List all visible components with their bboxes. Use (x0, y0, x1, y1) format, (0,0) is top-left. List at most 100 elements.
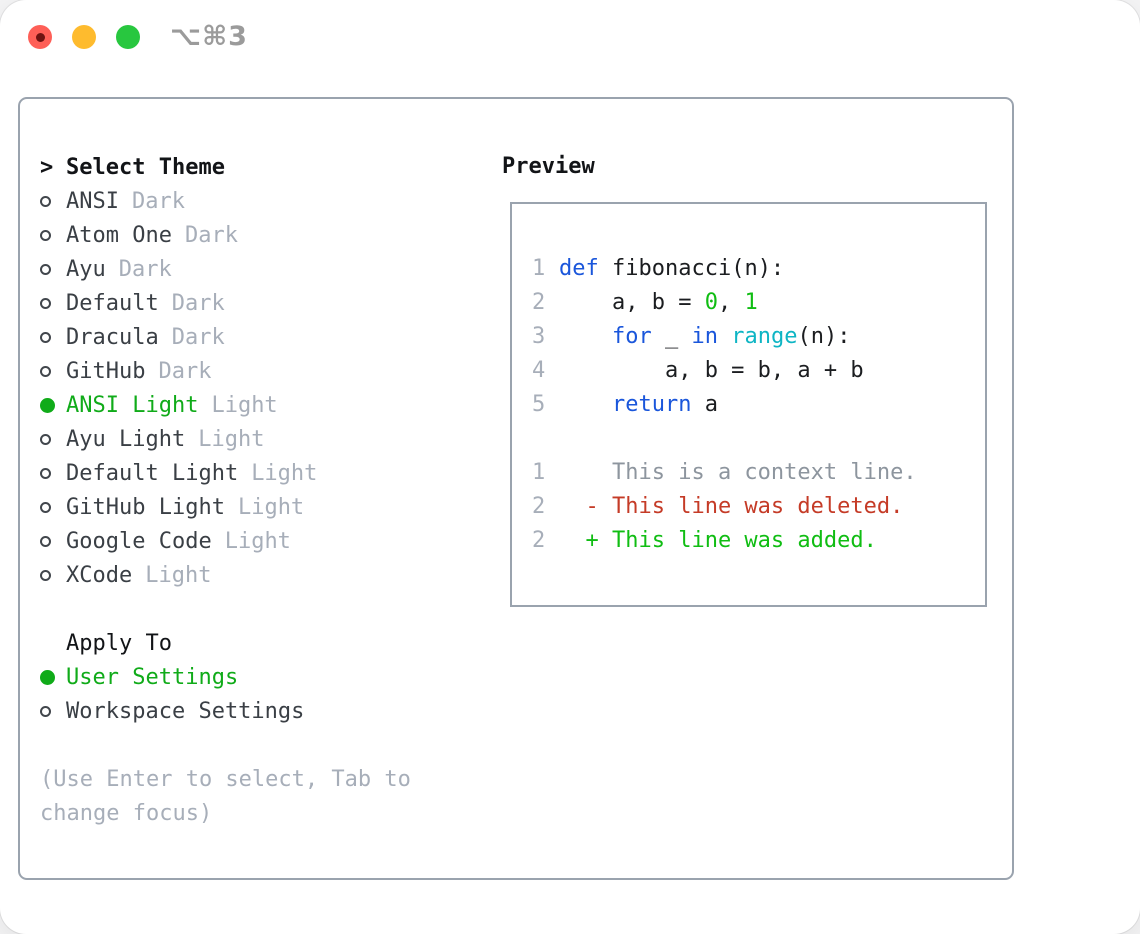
theme-option[interactable]: Atom One Dark (40, 218, 411, 252)
theme-variant-label: Light (237, 494, 305, 520)
theme-option[interactable]: Dracula Dark (40, 320, 411, 354)
minimize-button[interactable] (72, 25, 96, 49)
apply-to-header: Apply To (40, 626, 411, 660)
code-segment: for (611, 324, 652, 349)
radio-icon (40, 195, 66, 207)
code-segment: , (717, 290, 745, 315)
theme-name: GitHub Light (66, 494, 225, 520)
code-segment (559, 324, 612, 349)
line-number: 5 (532, 392, 546, 417)
title-bar: ⌥⌘3 (0, 0, 1140, 74)
code-segment: 1 (744, 290, 758, 315)
keyboard-hint: (Use Enter to select, Tab to change focu… (40, 762, 411, 830)
line-number: 3 (532, 324, 546, 349)
theme-name: XCode (66, 562, 133, 588)
code-segment: - This line was deleted. (559, 494, 904, 519)
code-segment: def (559, 256, 599, 281)
radio-icon (40, 705, 66, 717)
theme-variant-label: Dark (118, 256, 172, 282)
code-line: 1 This is a context line. (532, 456, 917, 490)
code-segment (718, 324, 731, 349)
radio-icon (40, 297, 66, 309)
apply-to-option[interactable]: Workspace Settings (40, 694, 411, 728)
code-segment: a (691, 392, 718, 417)
theme-name: Default (66, 290, 159, 316)
theme-variant-label: Light (198, 426, 265, 452)
code-segment (559, 392, 612, 417)
code-preview: 1 def fibonacci(n): 2 a, b = 0, 1 3 for _ i… (532, 252, 917, 558)
traffic-lights (28, 25, 140, 49)
theme-variant-label: Dark (184, 222, 238, 248)
code-line: 4 a, b = b, a + b (532, 354, 917, 388)
code-line: 2 + This line was added. (532, 524, 917, 558)
radio-icon (40, 467, 66, 479)
section-gap (40, 592, 411, 626)
window-title: ⌥⌘3 (170, 21, 248, 52)
theme-name: GitHub (66, 358, 146, 384)
radio-icon (40, 331, 66, 343)
radio-icon (40, 535, 66, 547)
line-number: 4 (532, 358, 546, 383)
line-number: 2 (532, 528, 546, 553)
code-segment: + This line was added. (559, 528, 877, 553)
theme-name: Default Light (66, 460, 239, 486)
theme-option[interactable]: ANSI Light Light (40, 388, 411, 422)
theme-option[interactable]: Default Light Light (40, 456, 411, 490)
radio-icon (40, 263, 66, 275)
theme-name: Atom One (66, 222, 172, 248)
theme-option[interactable]: ANSI Dark (40, 184, 411, 218)
theme-name: ANSI (66, 188, 119, 214)
theme-variant-label: Light (145, 562, 212, 588)
theme-option[interactable]: Ayu Light Light (40, 422, 411, 456)
radio-icon (40, 365, 66, 377)
code-line: 2 - This line was deleted. (532, 490, 917, 524)
code-line: 2 a, b = 0, 1 (532, 286, 917, 320)
code-segment: _ (651, 324, 692, 349)
code-segment: range (731, 324, 798, 349)
code-segment: return (611, 392, 692, 417)
select-theme-header: > Select Theme (40, 150, 411, 184)
theme-name: Google Code (66, 528, 212, 554)
theme-variant-label: Dark (131, 188, 185, 214)
theme-option[interactable]: Ayu Dark (40, 252, 411, 286)
theme-option[interactable]: GitHub Dark (40, 354, 411, 388)
theme-variant-label: Dark (171, 324, 225, 350)
apply-to-title: Apply To (66, 630, 172, 656)
radio-selected-icon (40, 397, 66, 413)
theme-name: ANSI Light (66, 392, 199, 418)
close-button[interactable] (28, 25, 52, 49)
radio-selected-icon (40, 669, 66, 685)
code-segment: This is a context line. (559, 460, 917, 485)
apply-to-option[interactable]: User Settings (40, 660, 411, 694)
radio-icon (40, 501, 66, 513)
theme-name: Ayu Light (66, 426, 186, 452)
line-number: 2 (532, 494, 546, 519)
preview-pane: 1 def fibonacci(n): 2 a, b = 0, 1 3 for _ i… (510, 202, 987, 607)
radio-icon (40, 569, 66, 581)
theme-name: Ayu (66, 256, 106, 282)
hint-line-2: change focus) (40, 800, 213, 826)
section-gap (40, 728, 411, 762)
zoom-button[interactable] (116, 25, 140, 49)
theme-name: Dracula (66, 324, 159, 350)
code-segment: a, b = b, a + b (559, 358, 864, 383)
code-segment: fibonacci(n): (598, 256, 785, 281)
focus-caret: > (40, 154, 54, 180)
theme-variant-label: Light (251, 460, 318, 486)
theme-variant-label: Dark (171, 290, 225, 316)
theme-option[interactable]: XCode Light (40, 558, 411, 592)
theme-option[interactable]: GitHub Light Light (40, 490, 411, 524)
code-segment: in (691, 324, 718, 349)
code-line (532, 422, 917, 456)
theme-variant-label: Light (211, 392, 278, 418)
theme-option[interactable]: Default Dark (40, 286, 411, 320)
code-line: 5 return a (532, 388, 917, 422)
line-number: 1 (532, 256, 546, 281)
theme-variant-label: Dark (158, 358, 212, 384)
line-number: 1 (532, 460, 546, 485)
code-segment: (n): (797, 324, 851, 349)
code-segment: 0 (704, 290, 718, 315)
